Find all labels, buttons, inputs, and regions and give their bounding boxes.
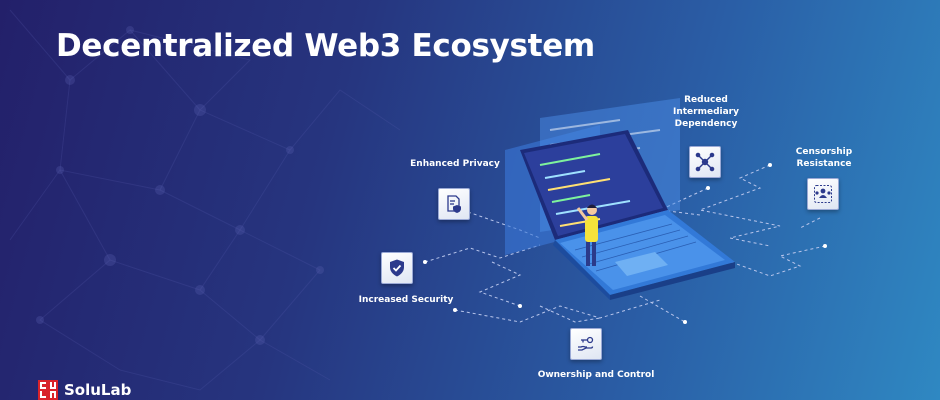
solulab-logo-icon — [38, 380, 58, 400]
hand-key-icon — [570, 328, 602, 360]
feature-label-increased-security: Increased Security — [358, 295, 454, 305]
feature-label-ownership-control: Ownership and Control — [537, 370, 655, 380]
laptop — [520, 130, 735, 300]
document-shield-icon — [438, 188, 470, 220]
brand-name: SoluLab — [64, 381, 132, 399]
feature-label-enhanced-privacy: Enhanced Privacy — [410, 159, 500, 169]
shield-check-icon — [381, 252, 413, 284]
page-title: Decentralized Web3 Ecosystem — [56, 28, 595, 64]
person-figure — [576, 204, 598, 266]
feature-label-reduced-intermediary: Reduced Intermediary Dependency — [673, 95, 739, 129]
network-nodes-icon — [689, 146, 721, 178]
feature-label-censorship-resistance: Censorship Resistance — [795, 147, 853, 169]
connector-lines — [424, 164, 826, 323]
people-group-icon — [807, 178, 839, 210]
brand-footer: SoluLab — [38, 380, 131, 400]
